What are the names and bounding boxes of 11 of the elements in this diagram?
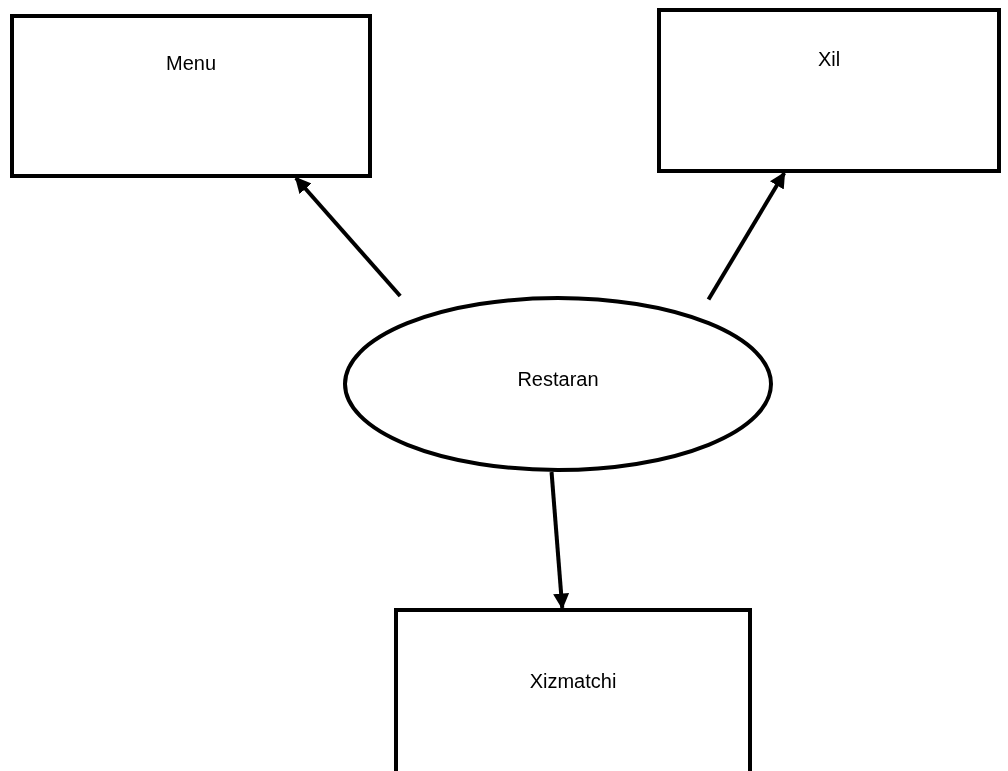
node-label: Xizmatchi — [528, 670, 618, 693]
node-label: Xil — [816, 48, 842, 71]
ellipse-node — [343, 296, 773, 472]
node-label: Restaran — [516, 368, 600, 391]
process-box — [10, 14, 372, 178]
arrow — [549, 471, 570, 610]
arrow — [294, 176, 402, 298]
node-label: Menu — [165, 52, 217, 75]
arrow — [706, 171, 786, 301]
process-box — [394, 608, 752, 771]
process-box — [657, 8, 1001, 173]
